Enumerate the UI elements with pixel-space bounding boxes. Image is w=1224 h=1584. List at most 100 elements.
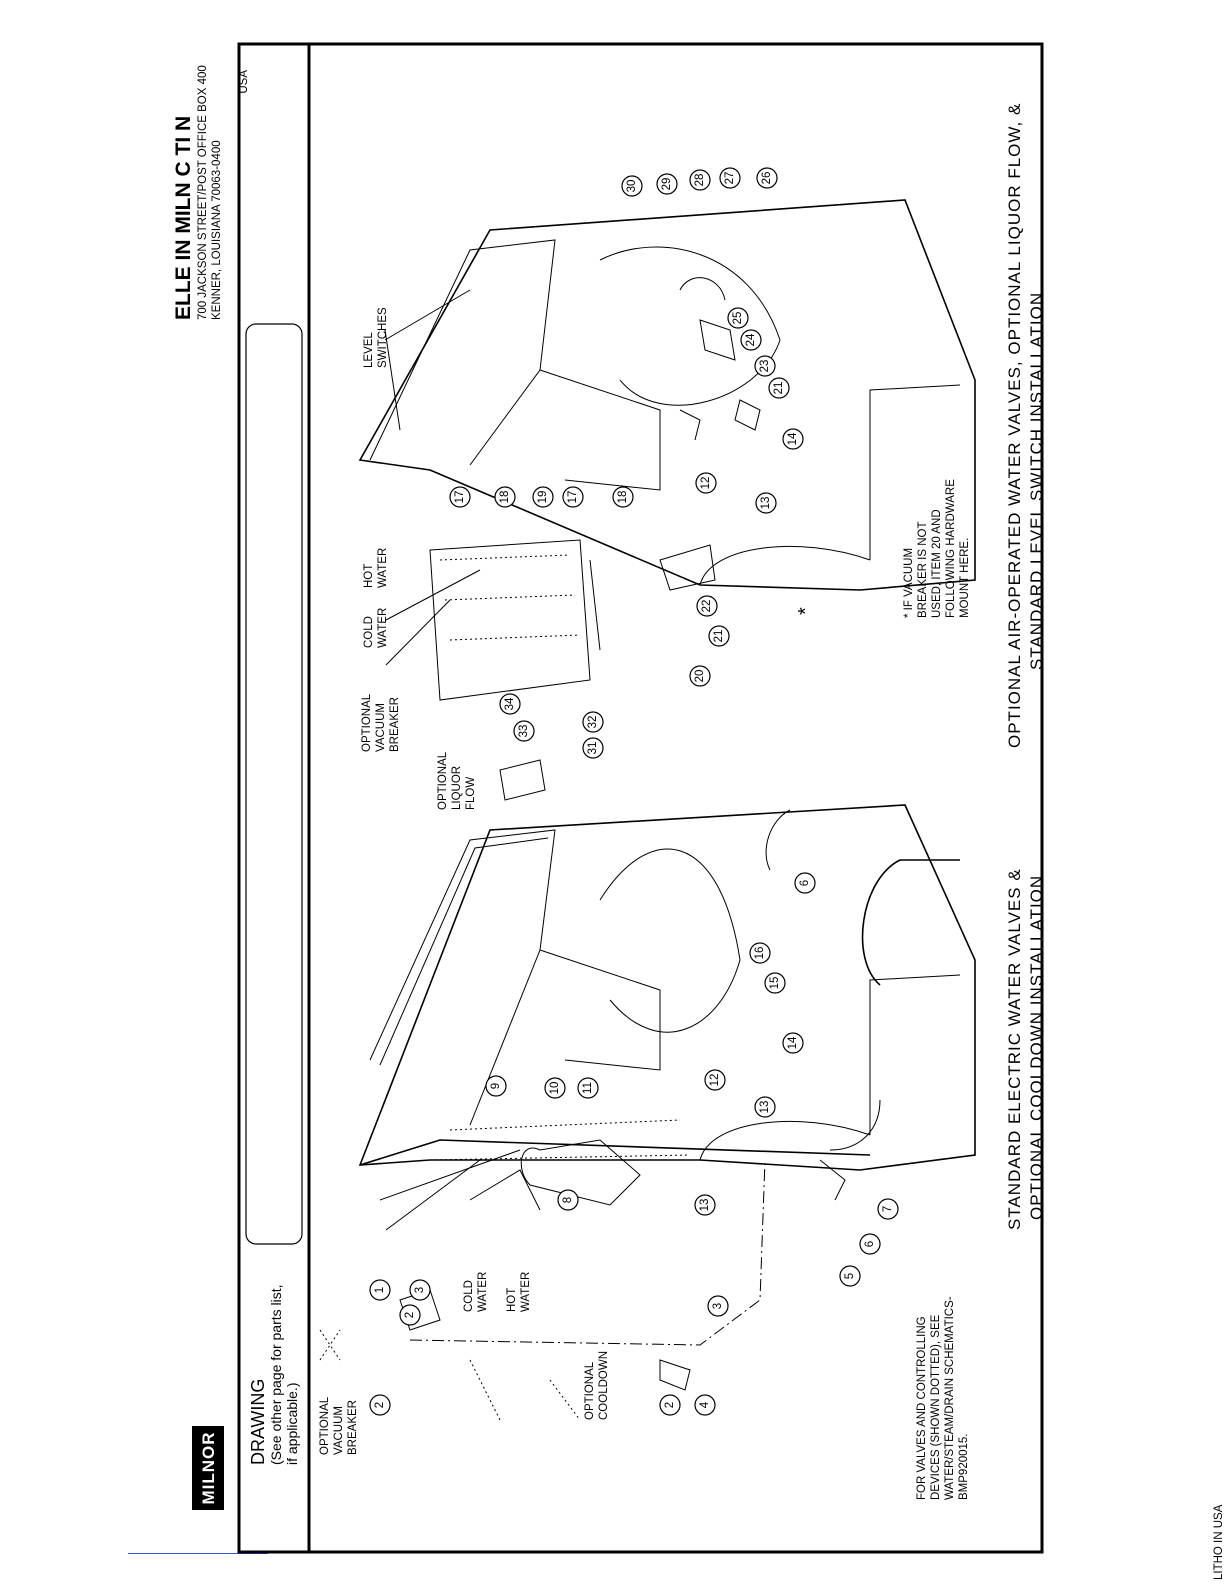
callout-number: 3 [712,1303,724,1309]
left-callout-8: 8 [557,1189,579,1211]
callout-circle [656,173,678,195]
asterisk-marker: * [795,607,817,615]
right-callout-20: 20 [689,665,711,687]
company-address-line2: KENNER, LOUISIANA 70063-0400 [211,140,223,320]
callout-number: 34 [504,697,516,710]
left-callout-3: 3 [707,1295,729,1317]
left-callout-11: 11 [577,1077,599,1099]
callout-circle [727,307,749,329]
left-cooldown-label-1: OPTIONAL [584,1361,596,1420]
vacuum-note-line4: FOLLOWING HARDWARE [945,479,957,618]
callout-number: 29 [661,178,673,191]
right-view-labels: OPTIONAL LIQUOR FLOW OPTIONAL VACUUM BRE… [361,103,1046,810]
callout-circle [612,486,634,508]
right-callout-25: 25 [727,307,749,329]
callout-number: 17 [454,491,466,504]
callout-number: 21 [713,630,725,643]
callout-number: 15 [769,977,781,990]
callout-circle [621,175,643,197]
right-callout-33: 33 [513,720,535,742]
callout-number: 30 [626,180,638,193]
callout-circle [659,1394,681,1416]
left-hot-water-label-1: HOT [506,1288,518,1312]
right-callout-18: 18 [612,486,634,508]
right-callout-23: 23 [754,355,776,377]
right-callout-27: 27 [719,167,741,189]
right-callout-17: 17 [449,486,471,508]
drawing-note: DRAWING (See other page for parts list, … [248,1284,300,1465]
left-callout-2: 2 [399,1304,421,1326]
callout-number: 14 [787,432,799,445]
left-view-labels: OPTIONAL VACUUM BREAKER OPTIONAL COOLDOW… [319,868,1046,1500]
left-callout-13: 13 [754,1096,776,1118]
callout-number: 6 [864,1241,876,1247]
page-link-underline[interactable] [128,1553,268,1554]
callout-circle [499,693,521,715]
vacuum-note-line1: * IF VACUUM [903,548,915,618]
callout-number: 9 [490,1083,502,1089]
callout-circle [557,1189,579,1211]
right-callout-26: 26 [756,167,778,189]
right-callout-31: 31 [582,737,604,759]
callout-number: 18 [499,491,511,504]
callout-number: 3 [414,1287,426,1293]
right-callout-18: 18 [494,486,516,508]
callout-number: 22 [701,600,713,613]
valves-note-line3: WATER/STEAM/DRAIN SCHEMATICS- [944,1296,956,1500]
callout-circle [532,486,554,508]
level-switches-label-2: SWITCHES [377,307,389,368]
svg-text:MILNOR: MILNOR [199,1431,218,1504]
left-callout-2: 2 [659,1394,681,1416]
callout-number: 2 [374,1402,386,1408]
left-callout-6: 6 [794,872,816,894]
right-callout-24: 24 [740,329,762,351]
left-callout-13: 13 [694,1194,716,1216]
callout-circle [794,872,816,894]
callout-number: 7 [882,1206,894,1212]
callout-circle [369,1394,391,1416]
company-name: ELLE IN MILN C TI N [172,116,195,320]
callout-number: 12 [700,477,712,490]
right-vacuum-breaker-label-1: OPTIONAL [361,693,373,752]
callout-number: 2 [664,1402,676,1408]
callout-number: 31 [587,742,599,755]
right-vacuum-breaker-label-2: VACUUM [375,703,387,752]
callout-circle [513,720,535,742]
callout-circle [409,1279,431,1301]
litho-footer: LITHO IN USA [1213,1504,1224,1580]
callout-circle [768,377,790,399]
right-cold-water-label-1: COLD [363,616,375,648]
callout-circle [708,625,730,647]
left-callout-10: 10 [544,1077,566,1099]
callout-number: 23 [759,360,771,373]
right-callout-21: 21 [708,625,730,647]
litho-text: LITHO IN USA [1213,1504,1224,1580]
right-callout-30: 30 [621,175,643,197]
callout-circle [494,486,516,508]
right-vacuum-breaker-label-3: BREAKER [389,697,401,752]
callout-number: 12 [709,1074,721,1087]
level-switches-label-1: LEVEL [363,332,375,368]
callout-circle [754,355,776,377]
right-view-title-line1: OPTIONAL AIR-OPERATED WATER VALVES, OPTI… [1005,103,1024,748]
callout-circle [782,428,804,450]
callout-number: 11 [582,1082,594,1094]
callout-number: 17 [567,491,579,504]
callout-circle [449,486,471,508]
right-view-title-line2: STANDARD LEVEL SWITCH INSTALLATION [1027,292,1046,670]
callout-circle [877,1198,899,1220]
left-vacuum-breaker-label-2: VACUUM [333,1406,345,1455]
callout-circle [399,1304,421,1326]
company-address-line1: 700 JACKSON STREET/POST OFFICE BOX 400 [197,65,209,320]
callout-circle [694,1394,716,1416]
leader-lines [379,289,521,1231]
callout-number: 18 [617,491,629,504]
callout-number: 19 [537,491,549,504]
right-callout-17: 17 [562,486,584,508]
drawing-note-line2: (See other page for parts list, [268,1284,284,1465]
left-machine-drawing [319,804,976,1421]
drawing-label: DRAWING [248,1379,268,1465]
callout-number: 16 [754,947,766,960]
